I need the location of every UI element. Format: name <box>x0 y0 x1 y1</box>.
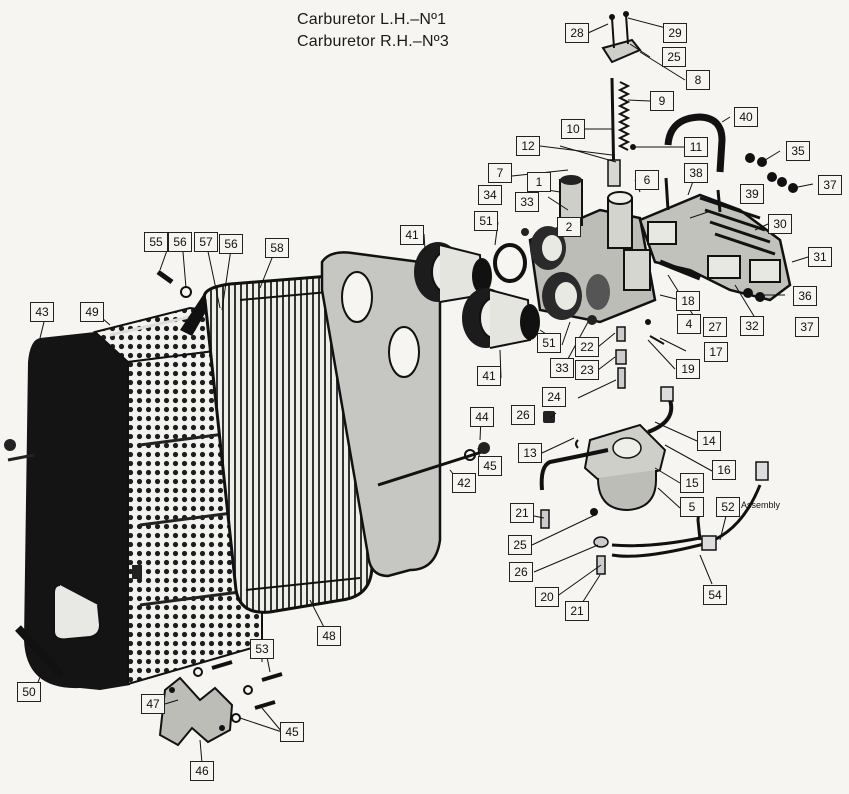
callout-17: 17 <box>704 342 728 362</box>
callout-41b: 41 <box>477 366 501 386</box>
callout-1: 1 <box>527 172 551 192</box>
intake-manifold <box>638 177 792 302</box>
callout-18: 18 <box>676 291 700 311</box>
callout-23: 23 <box>575 360 599 380</box>
callout-43: 43 <box>30 302 54 322</box>
callout-21b: 21 <box>565 601 589 621</box>
callout-8: 8 <box>686 70 710 90</box>
callout-12: 12 <box>516 136 540 156</box>
callout-41a: 41 <box>400 225 424 245</box>
callout-44: 44 <box>470 407 494 427</box>
callout-48: 48 <box>317 626 341 646</box>
callout-19: 19 <box>676 359 700 379</box>
callout-33b: 33 <box>550 358 574 378</box>
callout-21a: 21 <box>510 503 534 523</box>
callout-16: 16 <box>712 460 736 480</box>
callout-29: 29 <box>663 23 687 43</box>
callout-42: 42 <box>452 473 476 493</box>
callout-27: 27 <box>703 317 727 337</box>
callout-37a: 37 <box>818 175 842 195</box>
callout-22: 22 <box>575 337 599 357</box>
jets <box>615 319 665 389</box>
assembly-note: Assembly <box>741 500 781 510</box>
callout-38: 38 <box>684 163 708 183</box>
callout-2: 2 <box>557 217 581 237</box>
callout-45a: 45 <box>478 456 502 476</box>
callout-32: 32 <box>740 316 764 336</box>
callout-37b: 37 <box>795 317 819 337</box>
callout-7: 7 <box>488 163 512 183</box>
callout-55: 55 <box>144 232 168 252</box>
callout-25a: 25 <box>662 47 686 67</box>
diagram-title-left: Carburetor L.H.–Nº1 <box>297 11 447 28</box>
callout-50: 50 <box>17 682 41 702</box>
callout-4: 4 <box>677 314 701 334</box>
callout-26a: 26 <box>511 405 535 425</box>
callout-5: 5 <box>680 497 704 517</box>
float-bowl <box>539 386 674 512</box>
carburetor-body <box>521 175 657 325</box>
callout-13: 13 <box>518 443 542 463</box>
callout-20: 20 <box>535 587 559 607</box>
callout-6: 6 <box>635 170 659 190</box>
callout-25b: 25 <box>508 535 532 555</box>
callout-9: 9 <box>650 91 674 111</box>
velocity-stacks <box>414 242 540 349</box>
air-filter-element <box>202 274 374 614</box>
callout-24: 24 <box>542 387 566 407</box>
mounting-bracket <box>15 625 283 747</box>
callout-34: 34 <box>478 185 502 205</box>
callout-52: 52 <box>716 497 740 517</box>
callout-10: 10 <box>561 119 585 139</box>
callout-36: 36 <box>793 286 817 306</box>
callout-40: 40 <box>734 107 758 127</box>
callout-57: 57 <box>194 232 218 252</box>
callout-45b: 45 <box>280 722 304 742</box>
callout-56a: 56 <box>168 232 192 252</box>
callout-15: 15 <box>680 473 704 493</box>
callout-28: 28 <box>565 23 589 43</box>
callout-58: 58 <box>265 238 289 258</box>
callout-39: 39 <box>740 184 764 204</box>
callout-53: 53 <box>250 639 274 659</box>
diagram-title-right: Carburetor R.H.–Nº3 <box>297 33 449 50</box>
callout-51b: 51 <box>537 333 561 353</box>
callout-11: 11 <box>684 137 708 157</box>
callout-54: 54 <box>703 585 727 605</box>
callout-14: 14 <box>697 431 721 451</box>
callout-26b: 26 <box>509 562 533 582</box>
callout-51a: 51 <box>474 211 498 231</box>
callout-33a: 33 <box>515 192 539 212</box>
callout-35: 35 <box>786 141 810 161</box>
gasket-plate <box>320 251 490 578</box>
callout-46: 46 <box>190 761 214 781</box>
callout-49: 49 <box>80 302 104 322</box>
callout-31: 31 <box>808 247 832 267</box>
callout-47: 47 <box>141 694 165 714</box>
callout-56b: 56 <box>219 234 243 254</box>
callout-30: 30 <box>768 214 792 234</box>
